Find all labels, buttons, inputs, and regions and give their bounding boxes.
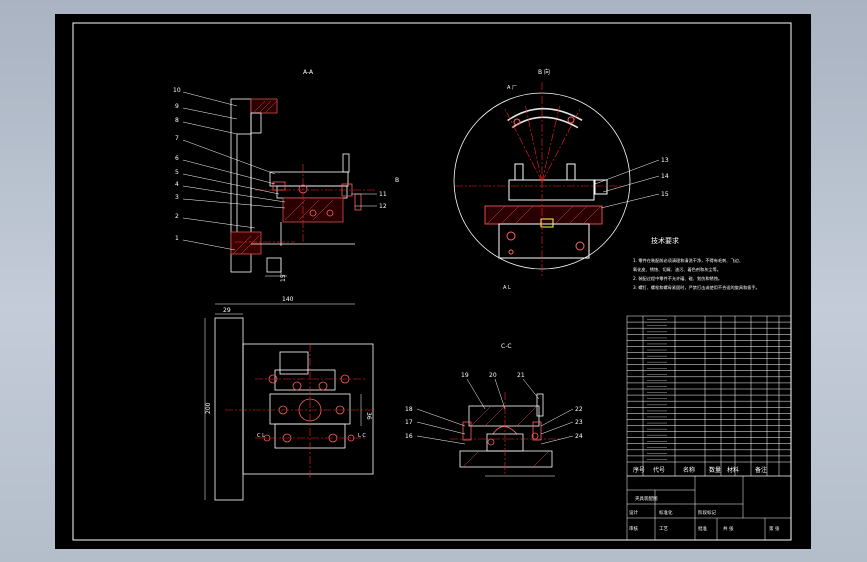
balloons-c-view: 19 20 21 18 17 16 22 23 24 — [405, 372, 583, 440]
svg-text:140: 140 — [282, 296, 294, 303]
svg-text:2: 2 — [175, 213, 179, 220]
svg-text:2. 装配过程中零件不允许磕、碰、划伤和锈蚀。: 2. 装配过程中零件不允许磕、碰、划伤和锈蚀。 — [633, 275, 722, 282]
balloons-left: 10 9 8 7 6 5 4 3 2 1 11 12 — [173, 87, 387, 242]
svg-text:200: 200 — [205, 402, 212, 414]
plan-view — [214, 317, 374, 501]
svg-text:夹具装配图: 夹具装配图 — [635, 495, 658, 502]
c-view-centerlines — [450, 392, 560, 476]
bom-grid-line — [626, 315, 792, 477]
svg-text:代号: 代号 — [653, 466, 665, 474]
svg-text:36: 36 — [365, 412, 372, 420]
main-view-dim — [265, 258, 287, 277]
b-view — [453, 92, 631, 270]
balloons-right: 13 14 15 — [661, 157, 669, 198]
title-block — [626, 475, 792, 541]
svg-text:11: 11 — [379, 191, 387, 198]
svg-text:20: 20 — [489, 372, 497, 379]
section-mark-cr: L C — [358, 433, 366, 439]
svg-text:21: 21 — [517, 372, 525, 379]
svg-text:29: 29 — [223, 307, 231, 314]
svg-text:4: 4 — [175, 181, 179, 188]
drawing-sheet: A-A B 向 B C-C C L L C A 厂 A L — [55, 14, 811, 549]
plan-view-dim-text: 140 29 200 36 15 — [205, 274, 372, 420]
svg-text:8: 8 — [175, 117, 179, 124]
svg-text:1: 1 — [175, 235, 179, 242]
bom-header: 序号 代号 名称 数量 材料 备注 — [633, 466, 767, 474]
svg-text:10: 10 — [173, 87, 181, 94]
svg-text:17: 17 — [405, 419, 413, 426]
c-view-hatching — [462, 405, 550, 468]
svg-text:数量: 数量 — [709, 466, 721, 474]
drawing-frame — [72, 22, 792, 541]
svg-text:22: 22 — [575, 406, 583, 413]
svg-text:标准化: 标准化 — [659, 509, 673, 516]
svg-text:1. 零件在装配前必须清理和清洗干净，不得有毛刺、飞边、: 1. 零件在装配前必须清理和清洗干净，不得有毛刺、飞边、 — [633, 257, 743, 264]
svg-text:批准: 批准 — [698, 525, 707, 532]
svg-text:3. 螺钉、螺栓和螺母紧固时，严禁打击或使用不合适的旋具和扳: 3. 螺钉、螺栓和螺母紧固时，严禁打击或使用不合适的旋具和扳手。 — [633, 284, 760, 291]
title-block-text: 夹具装配图 设计 标准化 阶段标记 审核 工艺 批准 共 张 第 张 — [629, 495, 780, 532]
svg-text:5: 5 — [175, 169, 179, 176]
svg-text:15: 15 — [661, 191, 669, 198]
svg-text:18: 18 — [405, 406, 413, 413]
section-mark-cl: C L — [257, 433, 265, 439]
svg-text:9: 9 — [175, 103, 179, 110]
svg-text:技术要求: 技术要求 — [651, 236, 679, 245]
main-section-view — [230, 98, 362, 273]
technical-notes: 技术要求 1. 零件在装配前必须清理和清洗干净，不得有毛刺、飞边、 氧化皮、锈蚀… — [633, 236, 760, 291]
svg-text:序号: 序号 — [633, 466, 645, 474]
svg-text:13: 13 — [661, 157, 669, 164]
svg-text:共 张: 共 张 — [723, 525, 734, 532]
main-view-hatching — [232, 100, 334, 255]
svg-text:23: 23 — [575, 419, 583, 426]
plan-view-dims — [204, 303, 362, 500]
section-mark-a1: A 厂 — [507, 85, 517, 91]
main-view-centerlines — [235, 164, 375, 244]
svg-text:备注: 备注 — [755, 466, 767, 474]
svg-text:14: 14 — [661, 173, 669, 180]
view-label-b: B 向 — [538, 68, 550, 76]
leaders-left — [182, 91, 377, 251]
svg-text:第 张: 第 张 — [769, 525, 780, 532]
b-view-centerlines — [455, 82, 625, 276]
svg-text:设计: 设计 — [629, 509, 638, 516]
svg-text:16: 16 — [405, 433, 413, 440]
svg-text:审核: 审核 — [629, 525, 638, 532]
section-mark-a2: A L — [503, 285, 511, 291]
view-arrow-b: B — [395, 177, 399, 184]
drawing-canvas: A-A B 向 B C-C C L L C A 厂 A L — [72, 22, 792, 541]
svg-text:7: 7 — [175, 135, 179, 142]
svg-text:6: 6 — [175, 155, 179, 162]
svg-text:名称: 名称 — [683, 466, 695, 474]
b-view-hatching — [486, 205, 602, 225]
svg-text:阶段标记: 阶段标记 — [698, 509, 716, 516]
leaders-right — [594, 159, 660, 209]
view-label-c: C-C — [501, 343, 512, 350]
plan-view-centerlines — [225, 344, 375, 479]
c-view-leaders — [416, 378, 574, 477]
svg-text:15: 15 — [280, 274, 287, 282]
svg-text:3: 3 — [175, 194, 179, 201]
bill-of-materials — [626, 315, 792, 477]
svg-text:工艺: 工艺 — [659, 526, 668, 532]
svg-text:12: 12 — [379, 203, 387, 210]
svg-text:24: 24 — [575, 433, 583, 440]
view-label-main: A-A — [303, 69, 314, 76]
svg-text:19: 19 — [461, 372, 469, 379]
svg-text:氧化皮、锈蚀、切屑、油污、着色剂和灰尘等。: 氧化皮、锈蚀、切屑、油污、着色剂和灰尘等。 — [633, 266, 721, 273]
svg-text:材料: 材料 — [727, 466, 739, 474]
